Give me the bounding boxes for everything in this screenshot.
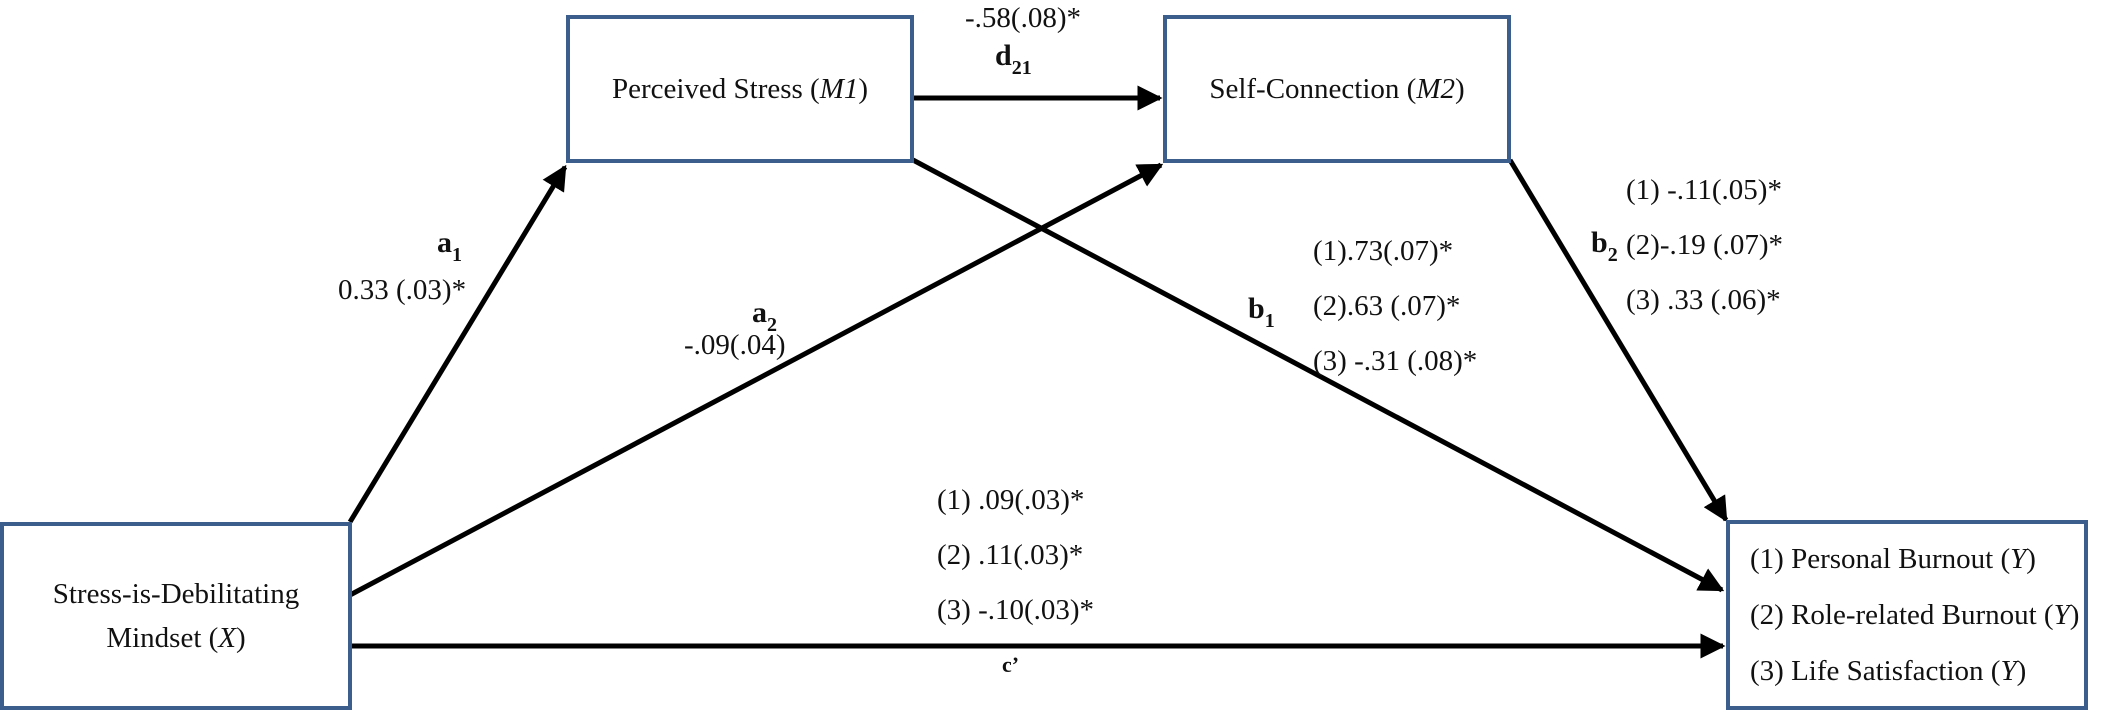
path-b2-coef: (1) -.11(.05)* — [1626, 174, 1782, 206]
path-b1-coefs: (1).73(.07)* (2).63 (.07)* (3) -.31 (.08… — [1313, 224, 1477, 389]
node-m2-label: Self-Connection (M2) — [1209, 72, 1465, 105]
path-a1-coef: 0.33 (.03)* — [338, 274, 467, 306]
arrow-a2 — [348, 162, 1164, 598]
path-a2-coef: -.09(.04) — [684, 329, 786, 361]
path-b1-coef: (2).63 (.07)* — [1313, 290, 1461, 322]
path-c-prime-coef: (3) -.10(.03)* — [937, 594, 1095, 626]
path-b1-coef: (3) -.31 (.08)* — [1313, 345, 1478, 377]
arrow-a1 — [347, 164, 568, 524]
path-c-prime-coefs: (1) .09(.03)* (2) .11(.03)* (3) -.10(.03… — [937, 473, 1094, 638]
path-c-prime-label: c’ — [1002, 652, 1020, 677]
node-y-item: (1) Personal Burnout (Y) — [1750, 543, 2036, 575]
path-d21-coef: -.58(.08)* — [965, 2, 1081, 34]
path-b2-label: b2 — [1591, 226, 1618, 266]
node-m1-label: Perceived Stress (M1) — [611, 72, 869, 105]
path-b1-coef: (1).73(.07)* — [1313, 235, 1454, 267]
node-self-connection: Self-Connection (M2) — [1163, 15, 1511, 163]
node-outcomes: (1) Personal Burnout (Y) (2) Role-relate… — [1726, 520, 2088, 710]
path-b2-coef: (2)-.19 (.07)* — [1626, 229, 1784, 261]
arrow-b2 — [1507, 158, 1729, 523]
path-d21-label: d21 — [995, 39, 1032, 79]
path-b1-label: b1 — [1248, 292, 1275, 332]
node-perceived-stress: Perceived Stress (M1) — [566, 15, 914, 163]
node-x-line2: Mindset (X) — [106, 622, 246, 654]
path-c-prime-coef: (1) .09(.03)* — [937, 484, 1085, 516]
node-y-item: (2) Role-related Burnout (Y) — [1750, 599, 2080, 631]
path-b2-coefs: (1) -.11(.05)* (2)-.19 (.07)* (3) .33 (.… — [1626, 163, 1783, 328]
path-c-prime-coef: (2) .11(.03)* — [937, 539, 1084, 571]
path-b2-coef: (3) .33 (.06)* — [1626, 284, 1781, 316]
arrow-b1 — [911, 157, 1725, 593]
node-y-item: (3) Life Satisfaction (Y) — [1750, 655, 2027, 687]
node-x-line1: Stress-is-Debilitating — [52, 578, 300, 610]
path-a2-label: a2 — [752, 296, 777, 336]
node-stress-mindset: Stress-is-Debilitating Mindset (X) — [0, 522, 352, 710]
path-a1-label: a1 — [437, 226, 462, 266]
